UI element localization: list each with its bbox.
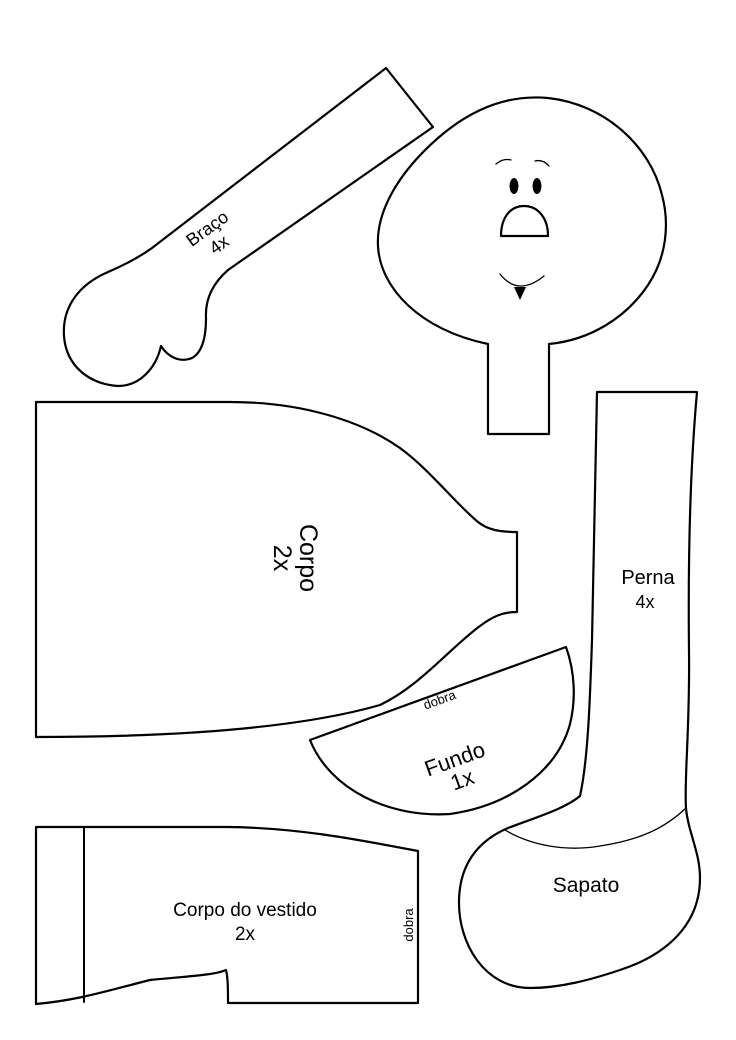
- dress-outline: [34, 825, 420, 1006]
- smile-line: [499, 273, 545, 287]
- shoe-label: Sapato: [553, 874, 620, 897]
- body-label: Corpo: [294, 524, 322, 592]
- right-eye: [532, 178, 542, 194]
- mouth: [499, 204, 550, 238]
- body-quantity: 2x: [268, 545, 296, 572]
- arm-piece: Braço 4x: [62, 66, 435, 388]
- leg-outline: [457, 390, 702, 990]
- leg-quantity: 4x: [635, 592, 654, 612]
- arm-outline: [62, 66, 435, 388]
- body-piece: Corpo 2x: [34, 400, 519, 739]
- shoe-line: [504, 807, 687, 849]
- dress-quantity: 2x: [235, 924, 256, 945]
- left-eye: [509, 178, 519, 194]
- head-piece: [376, 96, 668, 436]
- right-eyebrow-mark: [534, 159, 550, 167]
- dress-label: Corpo do vestido: [173, 900, 317, 921]
- dress-fold-label: dobra: [401, 908, 416, 942]
- head-outline: [376, 96, 668, 436]
- left-eyebrow-mark: [495, 158, 512, 165]
- dress-piece: Corpo do vestido 2x dobra: [34, 825, 420, 1006]
- chin-mark: [514, 287, 526, 300]
- leg-piece: Perna 4x Sapato: [457, 390, 702, 990]
- base-piece: dobra Fundo 1x: [308, 645, 575, 816]
- base-outline: [308, 645, 575, 816]
- body-outline: [34, 400, 519, 739]
- leg-label: Perna: [621, 567, 675, 589]
